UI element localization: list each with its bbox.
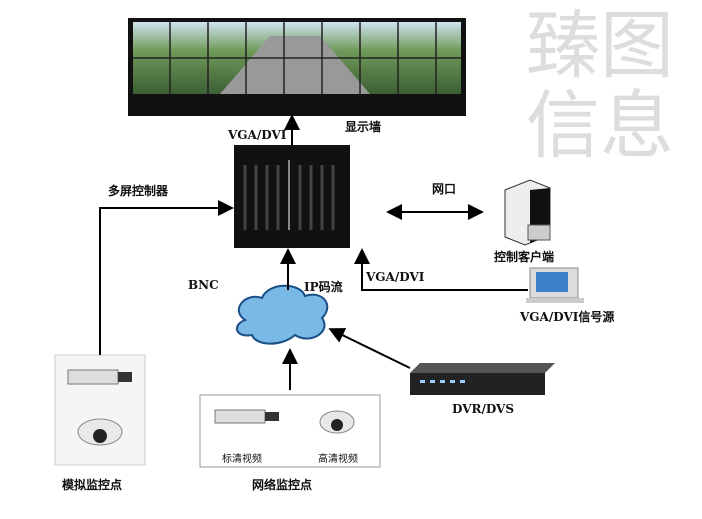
analog-camera-box — [54, 354, 146, 466]
video-wall — [128, 18, 466, 116]
sd-video-label: 标清视频 — [222, 454, 262, 465]
ip-stream-label: IP码流 — [304, 280, 343, 294]
dvr-dvs-label: DVR/DVS — [452, 402, 515, 416]
network-points-label: 网络监控点 — [252, 478, 313, 492]
control-client-label: 控制客户端 — [494, 250, 555, 264]
analog-points-label: 模拟监控点 — [62, 478, 123, 492]
controller-label: 多屏控制器 — [108, 184, 169, 198]
dvr-dvs-device — [410, 363, 555, 395]
multi-screen-controller-device — [234, 145, 350, 248]
control-client-computer — [504, 179, 551, 246]
hd-video-label: 高清视频 — [318, 454, 358, 465]
connection-lines — [99, 114, 528, 390]
network-camera-box — [199, 394, 381, 468]
bnc-label: BNC — [188, 278, 219, 292]
watermark: 臻图信息 — [526, 3, 674, 169]
vga-dvi-mid-label: VGA/DVI — [366, 270, 425, 284]
vga-dvi-source-label: VGA/DVI信号源 — [520, 310, 615, 324]
network-port-label: 网口 — [432, 182, 457, 196]
vga-dvi-top-label: VGA/DVI — [228, 128, 287, 142]
vga-dvi-source-monitor — [526, 267, 584, 303]
display-wall-label: 显示墙 — [345, 120, 382, 134]
network-cloud — [236, 284, 329, 345]
